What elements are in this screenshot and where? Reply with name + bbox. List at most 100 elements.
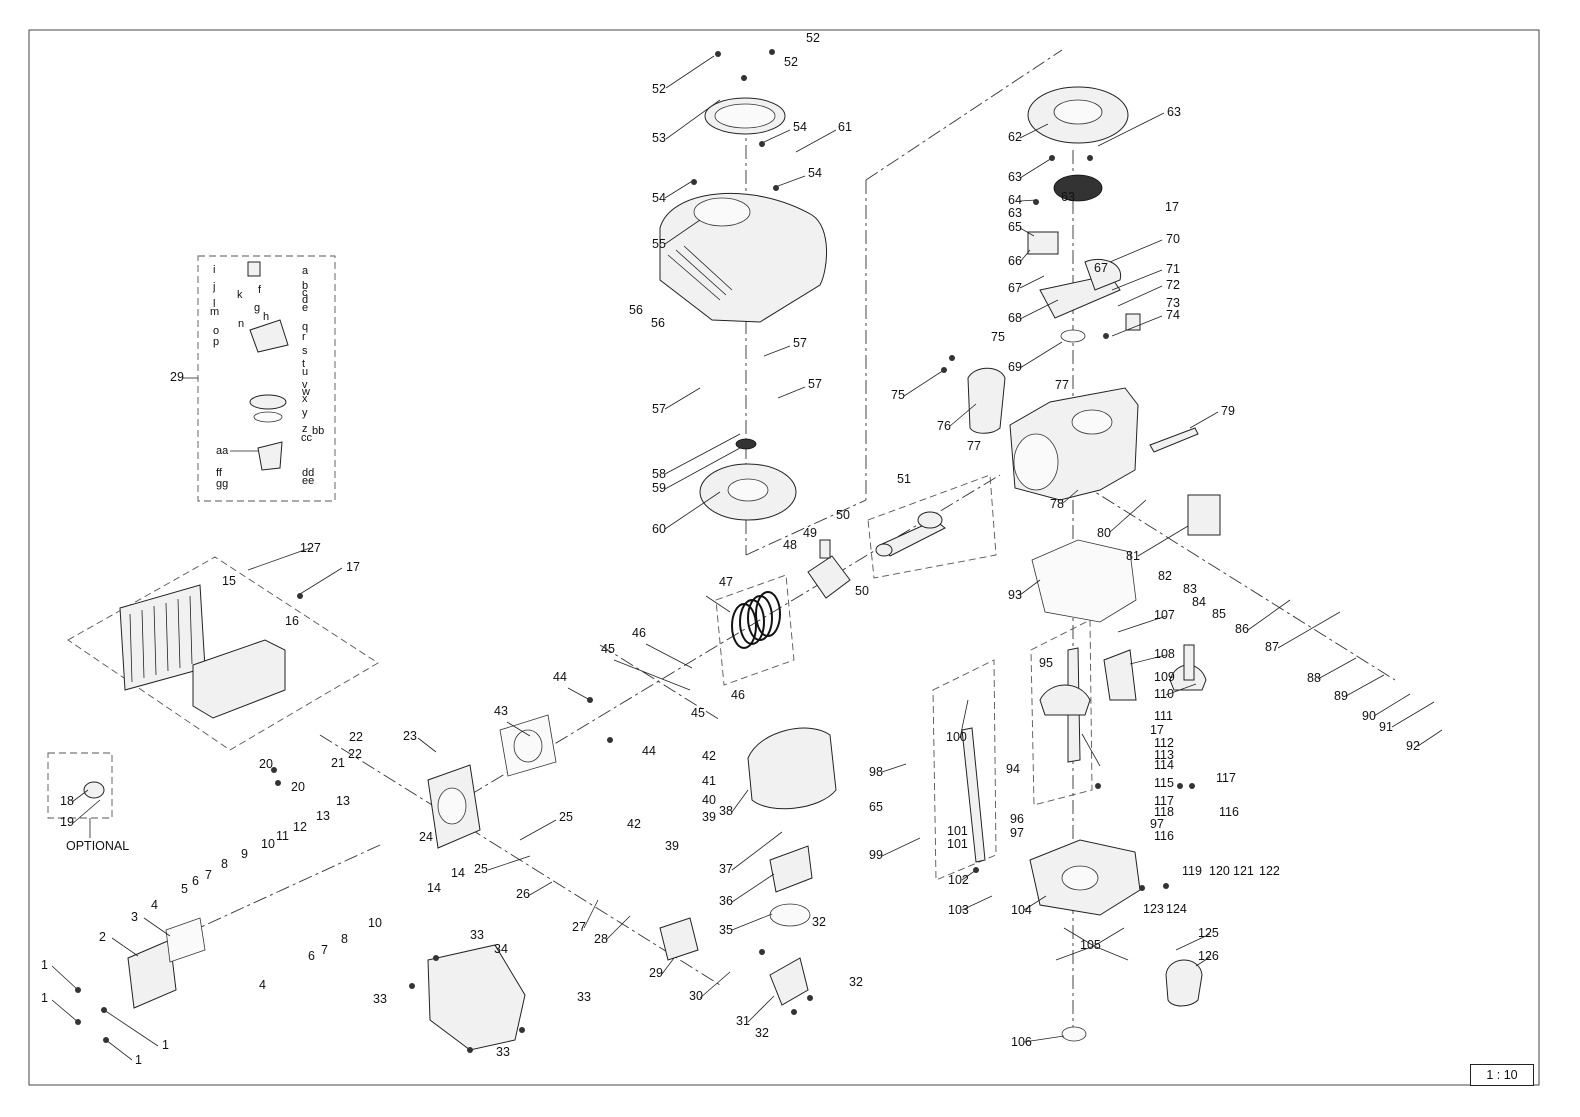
callout-75: 75 — [991, 330, 1005, 344]
carb-letter-l: l — [213, 298, 215, 310]
callout-119: 119 — [1182, 864, 1202, 878]
callout-29: 29 — [649, 966, 663, 980]
callout-1: 1 — [41, 991, 48, 1005]
carb-letter-e: e — [302, 302, 308, 314]
callout-39: 39 — [665, 839, 679, 853]
callout-24: 24 — [419, 830, 433, 844]
callout-117: 117 — [1216, 771, 1236, 785]
callout-50: 50 — [855, 584, 869, 598]
callout-44: 44 — [553, 670, 567, 684]
callout-115: 115 — [1154, 776, 1174, 790]
blower-housing-55 — [659, 192, 827, 323]
carburetor-29 — [659, 917, 699, 961]
breather-79 — [1149, 427, 1199, 453]
carb-letter-w: w — [301, 386, 310, 398]
group-boundaries — [47, 255, 1093, 881]
callout-92: 92 — [1406, 739, 1420, 753]
heat-shield-2 — [127, 939, 177, 1009]
piston-48 — [807, 555, 851, 599]
callout-47: 47 — [719, 575, 733, 589]
callout-83: 83 — [1183, 582, 1197, 596]
callout-57: 57 — [793, 336, 807, 350]
callout-82: 82 — [1158, 569, 1172, 583]
callout-105: 105 — [1080, 938, 1101, 952]
callout-25: 25 — [474, 862, 488, 876]
callout-33: 33 — [470, 928, 484, 942]
callout-75: 75 — [891, 388, 905, 402]
shroud-34 — [427, 944, 526, 1051]
carb-letter-b: b — [302, 280, 308, 292]
carb-letter-p: p — [213, 336, 219, 348]
callout-6: 6 — [192, 874, 199, 888]
callout-50: 50 — [836, 508, 850, 522]
callout-107: 107 — [1154, 608, 1175, 622]
callout-7: 7 — [321, 943, 328, 957]
callout-116: 116 — [1219, 805, 1239, 819]
callout-14: 14 — [427, 881, 441, 895]
callout-106: 106 — [1011, 1035, 1032, 1049]
callout-56: 56 — [629, 303, 643, 317]
callout-63: 63 — [1008, 206, 1022, 220]
callout-65: 65 — [1008, 220, 1022, 234]
callout-59: 59 — [652, 481, 666, 495]
callout-78: 78 — [1050, 497, 1064, 511]
callout-1: 1 — [135, 1053, 142, 1067]
callout-58: 58 — [652, 467, 666, 481]
callout-52: 52 — [652, 82, 666, 96]
callout-37: 37 — [719, 862, 733, 876]
carb-letter-y: y — [302, 407, 308, 419]
callout-97: 97 — [1150, 817, 1164, 831]
carb-letter-u: u — [302, 366, 308, 378]
callout-42: 42 — [627, 817, 641, 831]
callout-64: 64 — [1008, 193, 1022, 207]
callout-101: 101 — [947, 837, 968, 851]
carb-letter-d: d — [302, 294, 308, 306]
callout-10: 10 — [261, 837, 275, 851]
callout-1: 1 — [41, 958, 48, 972]
cam-108 — [1103, 649, 1137, 701]
callout-39: 39 — [702, 810, 716, 824]
callout-6: 6 — [308, 949, 315, 963]
callout-113: 113 — [1154, 748, 1174, 762]
cap-18 — [83, 781, 105, 799]
muffler-16 — [192, 639, 286, 719]
callout-101: 101 — [947, 824, 968, 838]
callout-73: 73 — [1166, 296, 1180, 310]
callout-72: 72 — [1166, 278, 1180, 292]
callout-11: 11 — [276, 829, 289, 843]
callout-22: 22 — [349, 730, 363, 744]
ignition-coil-66 — [1027, 231, 1059, 255]
callout-29: 29 — [170, 370, 184, 384]
carb-letter-r: r — [302, 331, 306, 343]
leader-lines — [51, 55, 1443, 1061]
callout-17: 17 — [1150, 723, 1164, 737]
carb-letter-a: a — [302, 265, 309, 277]
callout-10: 10 — [368, 916, 382, 930]
callout-109: 109 — [1154, 670, 1175, 684]
callout-45: 45 — [691, 706, 705, 720]
callout-125: 125 — [1198, 926, 1219, 940]
callout-40: 40 — [702, 793, 716, 807]
callout-33: 33 — [577, 990, 591, 1004]
carb-letter-cc: cc — [301, 432, 313, 444]
carb-letter-s: s — [302, 345, 308, 357]
callout-85: 85 — [1212, 607, 1226, 621]
callout-35: 35 — [719, 923, 733, 937]
callout-8: 8 — [221, 857, 228, 871]
callout-98: 98 — [869, 765, 883, 779]
callout-127: 127 — [300, 541, 321, 555]
carb-letter-t: t — [302, 358, 305, 370]
callout-99: 99 — [869, 848, 883, 862]
parts — [83, 86, 1221, 1051]
callout-4: 4 — [151, 898, 158, 912]
callout-15: 15 — [222, 574, 236, 588]
callout-124: 124 — [1166, 902, 1187, 916]
callout-28: 28 — [594, 932, 608, 946]
callout-53: 53 — [652, 131, 666, 145]
callout-104: 104 — [1011, 903, 1032, 917]
callout-2: 2 — [99, 930, 106, 944]
callout-118: 118 — [1154, 805, 1174, 819]
callout-63: 63 — [1167, 105, 1181, 119]
